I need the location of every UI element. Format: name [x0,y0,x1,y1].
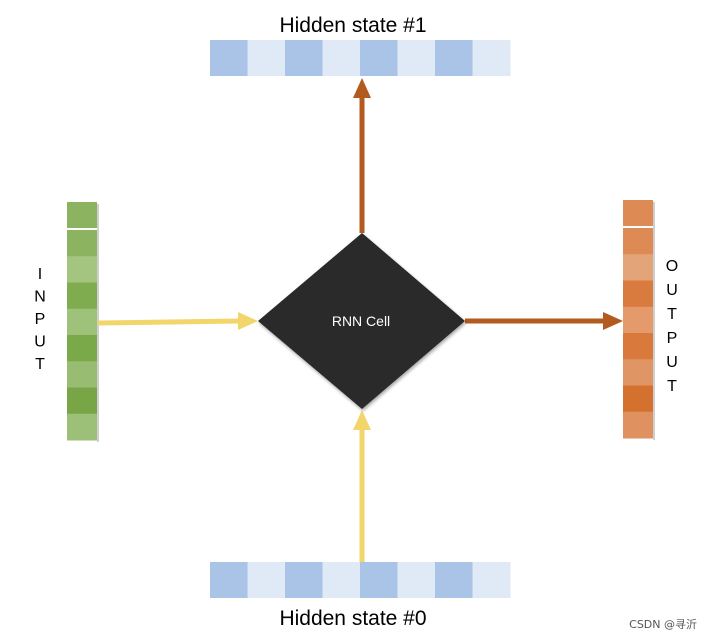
vector-segment [247,562,286,598]
vector-segment [472,562,511,598]
vector-segment [285,562,323,598]
vertical-letter: N [34,289,46,306]
vector-segment [472,40,511,76]
hidden-state-1-vector [210,40,511,76]
vector-segment [67,361,97,388]
vector-divider [623,226,653,228]
vector-segment [210,562,248,598]
rnn-cell-diamond [258,233,465,409]
vector-segment [623,306,653,334]
arrow-cell-to-hidden1 [353,78,371,233]
vector-segment [67,413,97,441]
vector-segment [397,562,436,598]
vector-segment [623,228,653,255]
vertical-letter: O [666,258,678,275]
vector-segment [360,40,398,76]
rnn-cell-label: RNN Cell [332,313,390,329]
vector-segment [623,280,653,308]
vector-segment [67,230,97,257]
vector-shadow [653,202,655,440]
vector-segment [67,308,97,336]
vector-segment [67,335,97,362]
vector-segment [435,562,473,598]
hidden-state-0-label: Hidden state #0 [279,607,426,630]
arrow-input-to-cell [97,312,258,330]
vector-segment [623,359,653,386]
vertical-letter: P [667,330,678,347]
output-vector [623,200,655,440]
vertical-letter: T [667,378,677,395]
vector-cap [623,200,653,226]
vector-segment [623,333,653,360]
vertical-letter: T [667,306,677,323]
vector-divider [67,228,97,230]
vector-segment [623,254,653,281]
vector-segment [67,387,97,415]
vector-segment [67,282,97,310]
arrow-hidden0-to-cell [353,410,371,562]
vector-segment [322,562,361,598]
vector-segment [360,562,398,598]
vector-segment [435,40,473,76]
vector-segment [247,40,286,76]
vector-segment [322,40,361,76]
vertical-letter: U [666,282,678,299]
vertical-letter: T [35,356,45,373]
hidden-state-1-label: Hidden state #1 [279,14,426,37]
vector-segment [623,411,653,439]
vertical-letter: I [38,266,42,283]
vertical-letter: U [666,354,678,371]
vector-segment [623,385,653,413]
vertical-letter: P [35,311,46,328]
hidden-state-0-vector [210,562,511,598]
vector-segment [397,40,436,76]
vector-segment [210,40,248,76]
vector-segment [285,40,323,76]
arrow-cell-to-output [465,312,623,330]
input-vector [67,202,99,442]
vertical-letter: U [34,334,46,351]
vector-cap [67,202,97,228]
vector-segment [67,256,97,283]
watermark: CSDN @寻沂 [629,618,697,631]
